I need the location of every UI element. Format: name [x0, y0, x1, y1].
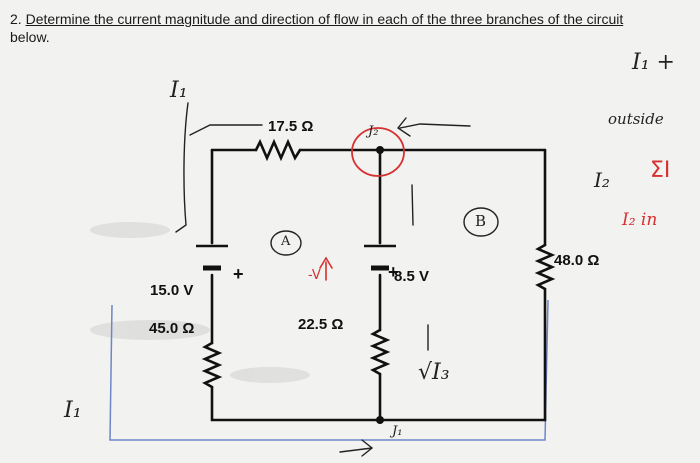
- label-r-top: 17.5 Ω: [268, 118, 314, 135]
- junction-top: [376, 146, 384, 154]
- background-smudges: [90, 222, 310, 383]
- top-current-line: [189, 124, 263, 136]
- loop-a-circle: [270, 230, 302, 256]
- hw-i1-bottom-left: I₁: [64, 398, 82, 423]
- question-end: below.: [10, 29, 50, 45]
- label-r-left: 45.0 Ω: [149, 320, 195, 337]
- question-number: 2.: [10, 11, 26, 27]
- red-arrow-up: [319, 256, 333, 281]
- hw-loop-a: A: [281, 234, 291, 249]
- label-r-mid: 22.5 Ω: [298, 316, 344, 333]
- arrow-j2: [396, 117, 471, 137]
- hw-i1-plus: I₁ +: [632, 50, 675, 75]
- hw-loop-b: B: [475, 212, 487, 230]
- hw-i2-in: I₂ in: [622, 210, 658, 230]
- resistor-17-5: [254, 138, 302, 162]
- resistor-22-5: [369, 328, 391, 376]
- mid-current-line: [411, 184, 414, 226]
- outer-hand-drawn-box: [109, 299, 549, 441]
- bottom-arrow: [339, 439, 374, 457]
- plus-left: +: [233, 264, 244, 284]
- question-text: 2. Determine the current magnitude and d…: [10, 10, 700, 46]
- hw-v-i3: √I₃: [418, 360, 450, 385]
- label-emf-mid: 8.5 V: [394, 268, 430, 285]
- plus-mid: +: [388, 262, 399, 282]
- left-current-bracket: [175, 102, 189, 233]
- hw-j1: J₁: [392, 424, 403, 439]
- hw-j2: J₂: [368, 124, 379, 139]
- hw-dash-v: -V: [308, 268, 321, 283]
- loop-b-circle: [463, 207, 499, 237]
- hw-i1-top-left: I₁: [170, 78, 188, 103]
- label-emf-left: 15.0 V: [150, 282, 194, 299]
- junction-bottom: [376, 416, 384, 424]
- resistor-48: [534, 243, 556, 291]
- question-body: Determine the current magnitude and dire…: [25, 11, 624, 27]
- hw-sum-i: ΣI: [650, 158, 671, 183]
- label-r-right: 48.0 Ω: [554, 252, 600, 269]
- red-junction-circle: [351, 127, 405, 177]
- wire-left-bottom: [210, 385, 547, 422]
- hw-outside: outside: [608, 110, 664, 128]
- hw-i2: I₂: [594, 168, 610, 192]
- resistor-45: [201, 341, 223, 389]
